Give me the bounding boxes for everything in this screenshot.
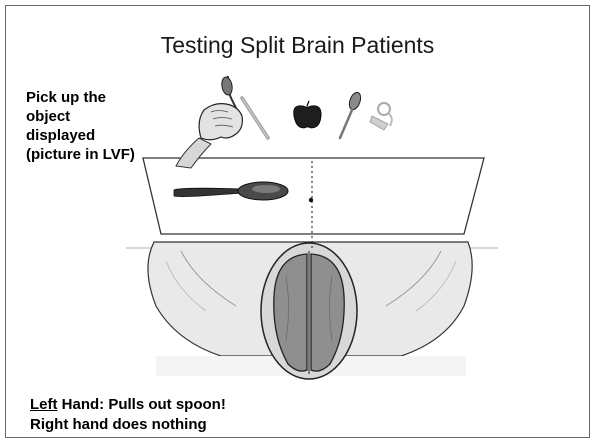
spoon-object xyxy=(340,91,363,138)
slide-frame: Testing Split Brain Patients Pick up the… xyxy=(5,5,590,438)
result-caption: Left Hand: Pulls out spoon! Right hand d… xyxy=(30,395,226,435)
keys xyxy=(370,103,392,130)
caption-line-2: Right hand does nothing xyxy=(30,415,226,435)
fixation-point xyxy=(309,198,313,202)
apple xyxy=(294,101,321,128)
caption-line-1: Left Hand: Pulls out spoon! xyxy=(30,395,226,415)
split-brain-illustration xyxy=(6,6,591,439)
display-screen xyxy=(143,158,484,248)
caption-left-emphasis: Left xyxy=(30,396,58,413)
caption-line-1-rest: Hand: Pulls out spoon! xyxy=(58,396,226,413)
head-with-brain xyxy=(261,243,357,379)
hand-holding-spoon xyxy=(176,76,242,168)
